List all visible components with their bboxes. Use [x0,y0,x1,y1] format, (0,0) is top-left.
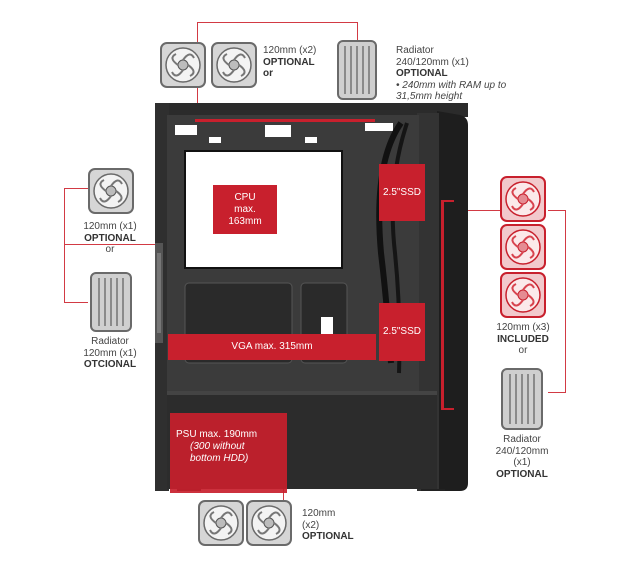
bottom-fans-label: 120mm (x2) OPTIONAL [302,508,354,543]
cpu-clearance-label: CPU max. 163mm [228,191,262,227]
radiator-icon [337,40,377,100]
front-radiator-note: OPTIONAL [496,468,548,480]
top-radiator-title: Radiator [396,45,434,56]
top-fans-or: or [263,68,273,79]
ssd-top-label: 2.5"SSD [382,186,421,198]
front-radiator-title: Radiator [503,434,541,445]
rear-fan-size: 120mm (x1) [83,221,137,232]
rear-radiator-size: 120mm (x1) [83,347,137,359]
fan-icon [211,42,257,88]
connector-line [565,210,566,392]
rear-radiator-label: Radiator 120mm (x1) OTCIONAL [70,336,150,371]
top-fans-note: OPTIONAL [263,56,315,68]
radiator-icon [90,272,132,332]
top-radiator-note: OPTIONAL [396,68,448,79]
vga-length-label: VGA max. 315mm [231,341,313,352]
connector-line [64,302,88,303]
ssd-top-box: 2.5"SSD [379,164,425,221]
bottom-fans-count: (x2) [302,519,320,531]
front-radiator-count: (x1) [513,457,531,468]
front-radiator-label: Radiator 240/120mm (x1) OPTIONAL [476,434,568,480]
connector-line [548,210,566,211]
bottom-fans-note: OPTIONAL [302,531,354,542]
front-fans-or: or [518,345,528,356]
cpu-clearance-box: CPU max. 163mm [213,185,277,234]
fan-icon [198,500,244,546]
rear-fan-label: 120mm (x1) OPTIONAL or [70,221,150,256]
fan-icon [88,168,134,214]
connector-line [64,244,171,245]
front-radiator-size: 240/120mm [495,445,549,457]
front-fans-size: 120mm (x3) [496,322,550,333]
fan-icon [246,500,292,546]
psu-length-note: (300 without bottom HDD) [190,441,249,464]
bottom-fans-size: 120mm [302,508,336,519]
front-fans-label: 120mm (x3) INCLUDED or [482,322,564,357]
connector-line [357,22,358,40]
fan-icon [500,224,546,270]
ssd-bottom-label: 2.5"SSD [382,326,421,337]
connector-line [548,392,566,393]
radiator-icon [501,368,543,430]
front-red-edge [441,200,454,410]
psu-length-box: PSU max. 190mm (300 without bottom HDD) [170,413,287,493]
top-fans-size: 120mm (x2) [263,45,317,56]
front-fans-note: INCLUDED [497,333,549,345]
top-radiator-detail: • 240mm with RAM up to 31,5mm height [396,79,507,103]
top-fans-label: 120mm (x2) OPTIONAL or [263,45,316,80]
ssd-bottom-box: 2.5"SSD [379,303,425,361]
top-radiator-label: Radiator 240/120mm (x1) OPTIONAL • 240mm… [396,45,532,103]
top-radiator-size: 240/120mm (x1) [396,56,469,68]
psu-length-label: PSU max. 190mm [176,429,258,440]
connector-line [64,188,88,189]
rear-fan-note: OPTIONAL [84,232,136,244]
connector-line [64,188,65,302]
rear-radiator-note: OTCIONAL [83,359,137,370]
fan-icon [500,272,546,318]
fan-icon [160,42,206,88]
fan-icon [500,176,546,222]
rear-radiator-title: Radiator [91,336,129,347]
rear-fan-or: or [105,244,115,255]
vga-length-box: VGA max. 315mm [168,334,376,360]
connector-line [197,22,358,23]
connector-line [450,210,500,211]
